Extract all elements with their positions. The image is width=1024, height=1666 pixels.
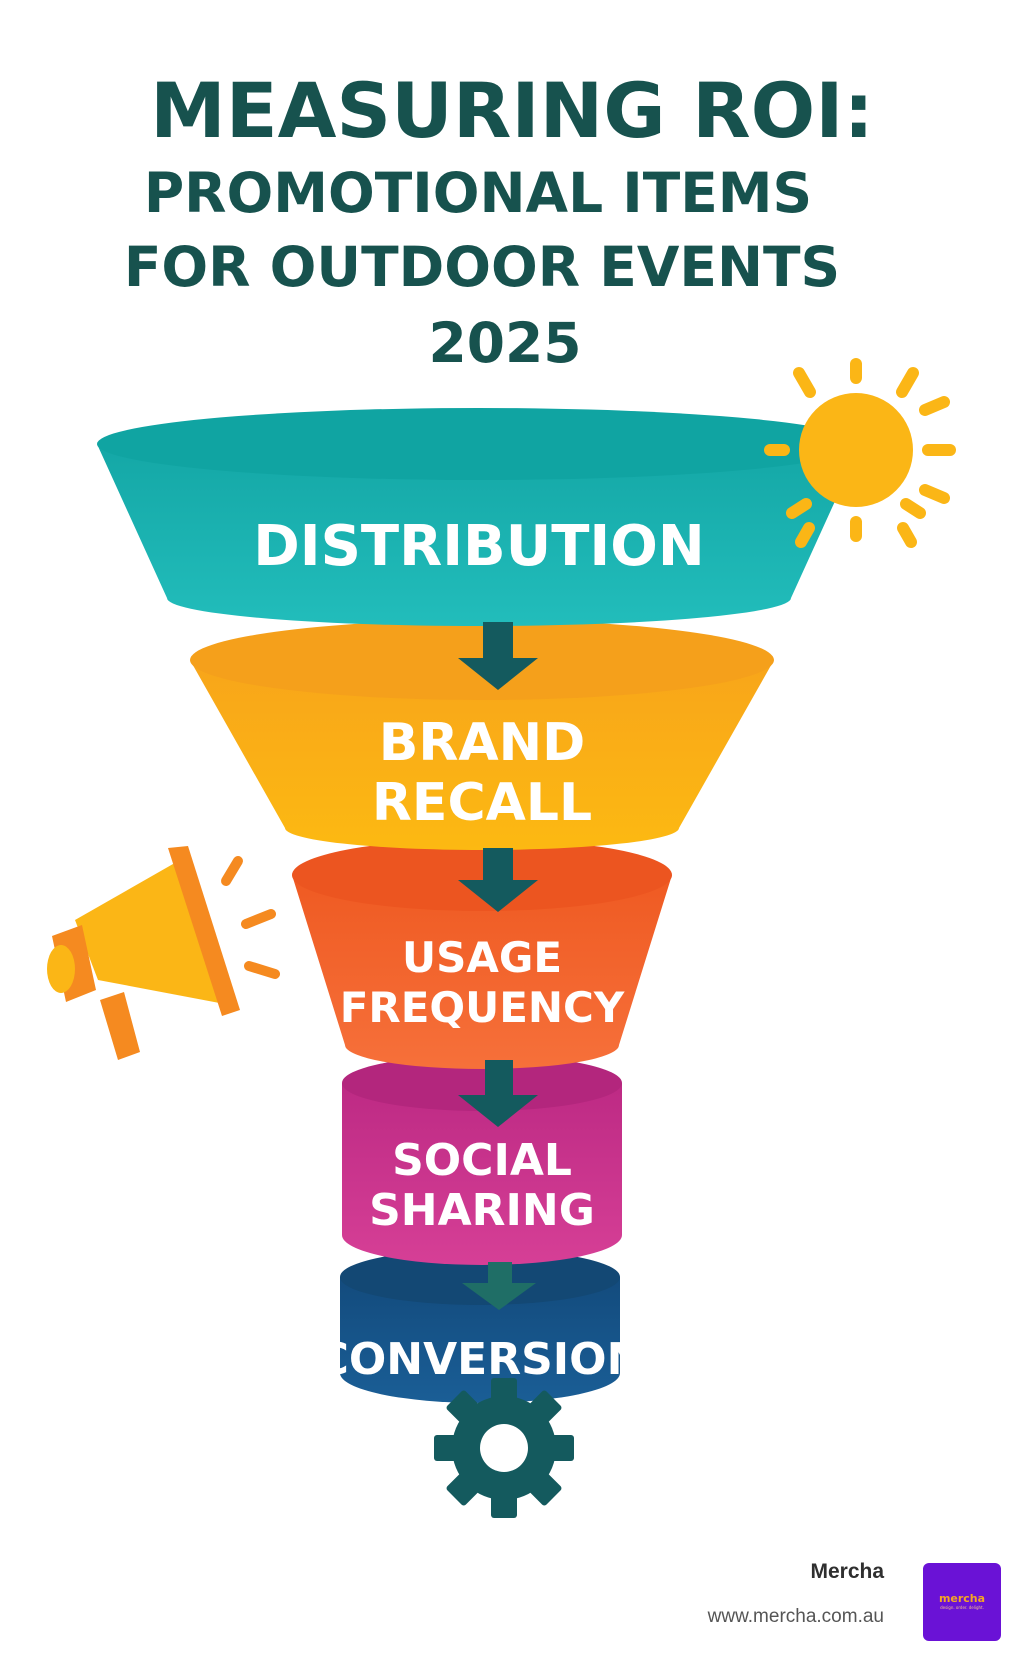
title-line-3: FOR OUTDOOR EVENTS <box>124 235 840 299</box>
stage-label-usage: USAGE <box>402 933 562 982</box>
stage-label-conversion: CONVERSION <box>317 1334 644 1385</box>
title-line-4: 2025 <box>428 311 581 375</box>
stage-label-recall: RECALL <box>372 773 592 833</box>
logo-wordmark: mercha <box>938 1592 986 1605</box>
sun-icon <box>764 358 956 548</box>
flow-arrow-3 <box>458 1060 538 1127</box>
flow-arrow-2 <box>458 848 538 912</box>
gear-icon <box>434 1378 574 1518</box>
funnel-stage-distribution: DISTRIBUTION <box>97 408 861 626</box>
funnel-stage-social-sharing: SOCIAL SHARING <box>342 1055 622 1265</box>
logo-tagline: design. order. delight. <box>940 1605 984 1610</box>
stage-label-frequency: FREQUENCY <box>340 983 625 1032</box>
flow-arrow-1 <box>458 622 538 690</box>
stage-label-sharing: SHARING <box>369 1185 595 1236</box>
footer-url-link[interactable]: www.mercha.com.au <box>707 1606 884 1627</box>
funnel-stage-usage-frequency: USAGE FREQUENCY <box>292 839 672 1069</box>
title-line-2: PROMOTIONAL ITEMS <box>144 161 812 225</box>
stage-label-brand: BRAND <box>379 713 586 773</box>
mercha-logo: mercha design. order. delight. <box>923 1563 1001 1641</box>
footer-brand-name: Mercha <box>810 1560 884 1583</box>
title-line-1: MEASURING ROI: <box>150 66 874 155</box>
stage-label-distribution: DISTRIBUTION <box>253 514 704 579</box>
stage-label-social: SOCIAL <box>392 1135 572 1186</box>
funnel-stage-conversion: CONVERSION <box>317 1249 644 1403</box>
flow-arrow-4 <box>462 1262 536 1310</box>
funnel-stage-brand-recall: BRAND RECALL <box>190 620 774 850</box>
megaphone-icon <box>47 846 280 1060</box>
